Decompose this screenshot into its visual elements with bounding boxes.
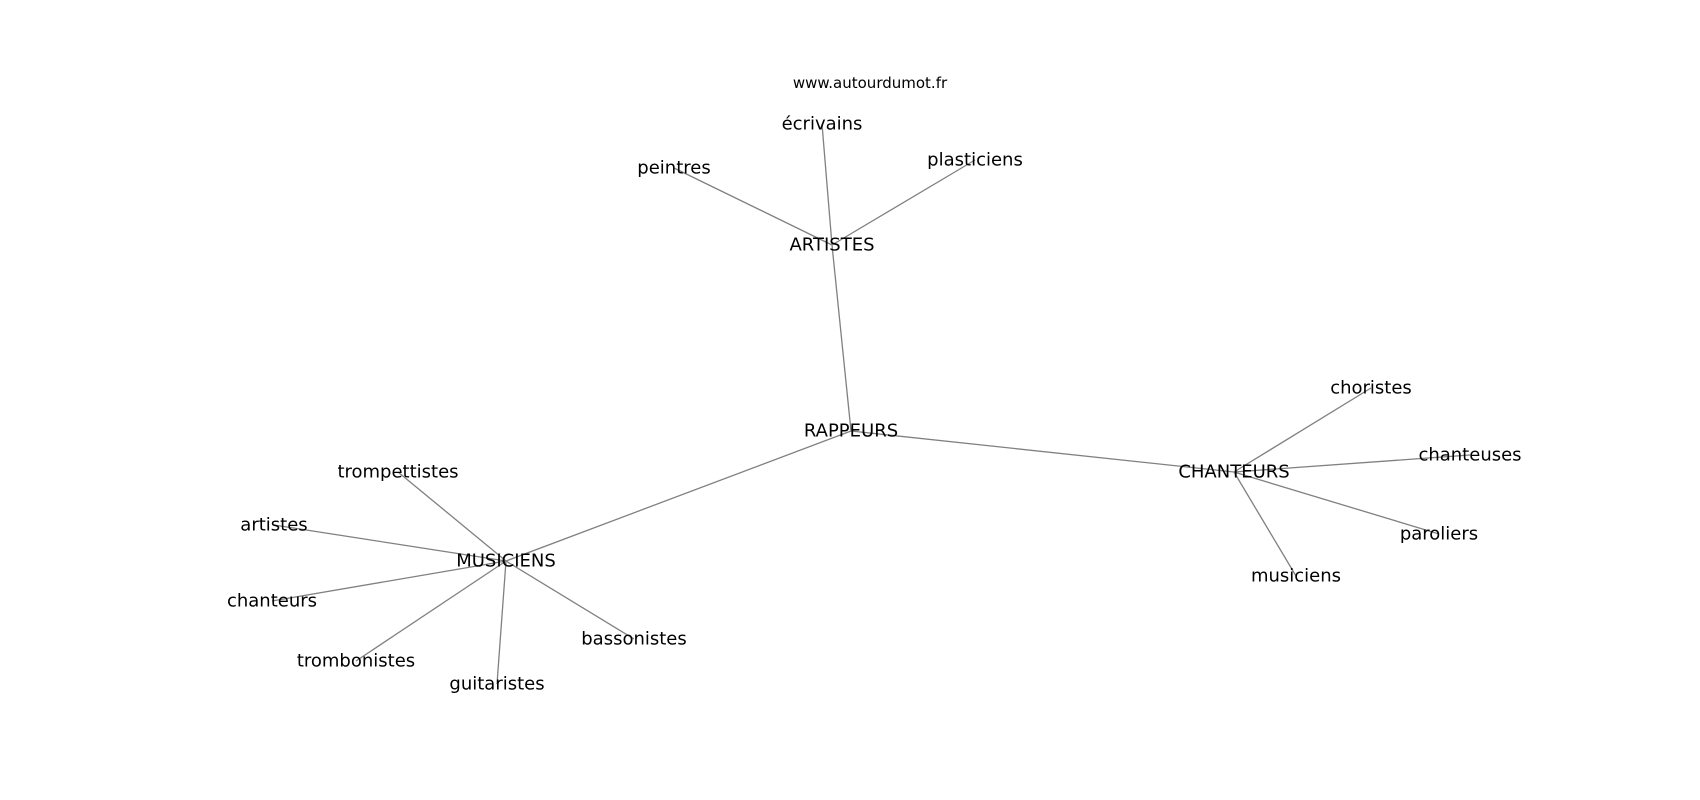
node-word-musiciens: musiciens <box>1251 566 1341 587</box>
edge-hub-chanteurs <box>850 430 1235 473</box>
graph-nodes: RAPPEURS ARTISTES peintres écrivains plastic… <box>227 114 1522 695</box>
node-word-chanteuses: chanteuses <box>1418 445 1521 466</box>
node-center-artistes: ARTISTES <box>789 235 874 256</box>
graph-edges <box>271 123 1471 685</box>
edge-hub-artistes <box>831 244 852 432</box>
edge-musiciens-trombonistes <box>355 560 507 662</box>
edge-musiciens-guitaristes <box>496 560 507 685</box>
node-center-chanteurs: CHANTEURS <box>1178 462 1289 483</box>
node-word-plasticiens: plasticiens <box>927 150 1023 171</box>
node-word-trombonistes: trombonistes <box>297 651 415 672</box>
edge-chanteurs-choristes <box>1233 387 1372 473</box>
site-url: www.autourdumot.fr <box>793 74 948 92</box>
edge-chanteurs-musiciens <box>1233 471 1297 577</box>
node-word-peintres: peintres <box>637 158 710 179</box>
edge-artistes-ecrivains <box>821 123 833 246</box>
edge-chanteurs-chanteuses <box>1233 454 1471 473</box>
edge-musiciens-artistes <box>273 524 507 562</box>
node-word-trompettistes: trompettistes <box>337 462 458 483</box>
edge-artistes-plasticiens <box>831 159 976 246</box>
node-word-artistes: artistes <box>240 515 307 536</box>
node-word-chanteurs: chanteurs <box>227 591 317 612</box>
edge-musiciens-bassonistes <box>505 560 635 640</box>
edge-hub-musiciens <box>505 430 852 562</box>
edge-musiciens-trompettistes <box>397 471 507 562</box>
node-hub-rappeurs: RAPPEURS <box>804 421 898 442</box>
node-word-bassonistes: bassonistes <box>581 629 687 650</box>
node-word-paroliers: paroliers <box>1400 524 1478 545</box>
edge-musiciens-chanteurs <box>271 560 507 602</box>
node-word-ecrivains: écrivains <box>782 114 863 135</box>
node-word-choristes: choristes <box>1330 378 1412 399</box>
edge-artistes-peintres <box>673 167 833 246</box>
edge-chanteurs-paroliers <box>1233 471 1440 535</box>
node-center-musiciens: MUSICIENS <box>456 551 556 572</box>
node-word-guitaristes: guitaristes <box>449 674 544 695</box>
